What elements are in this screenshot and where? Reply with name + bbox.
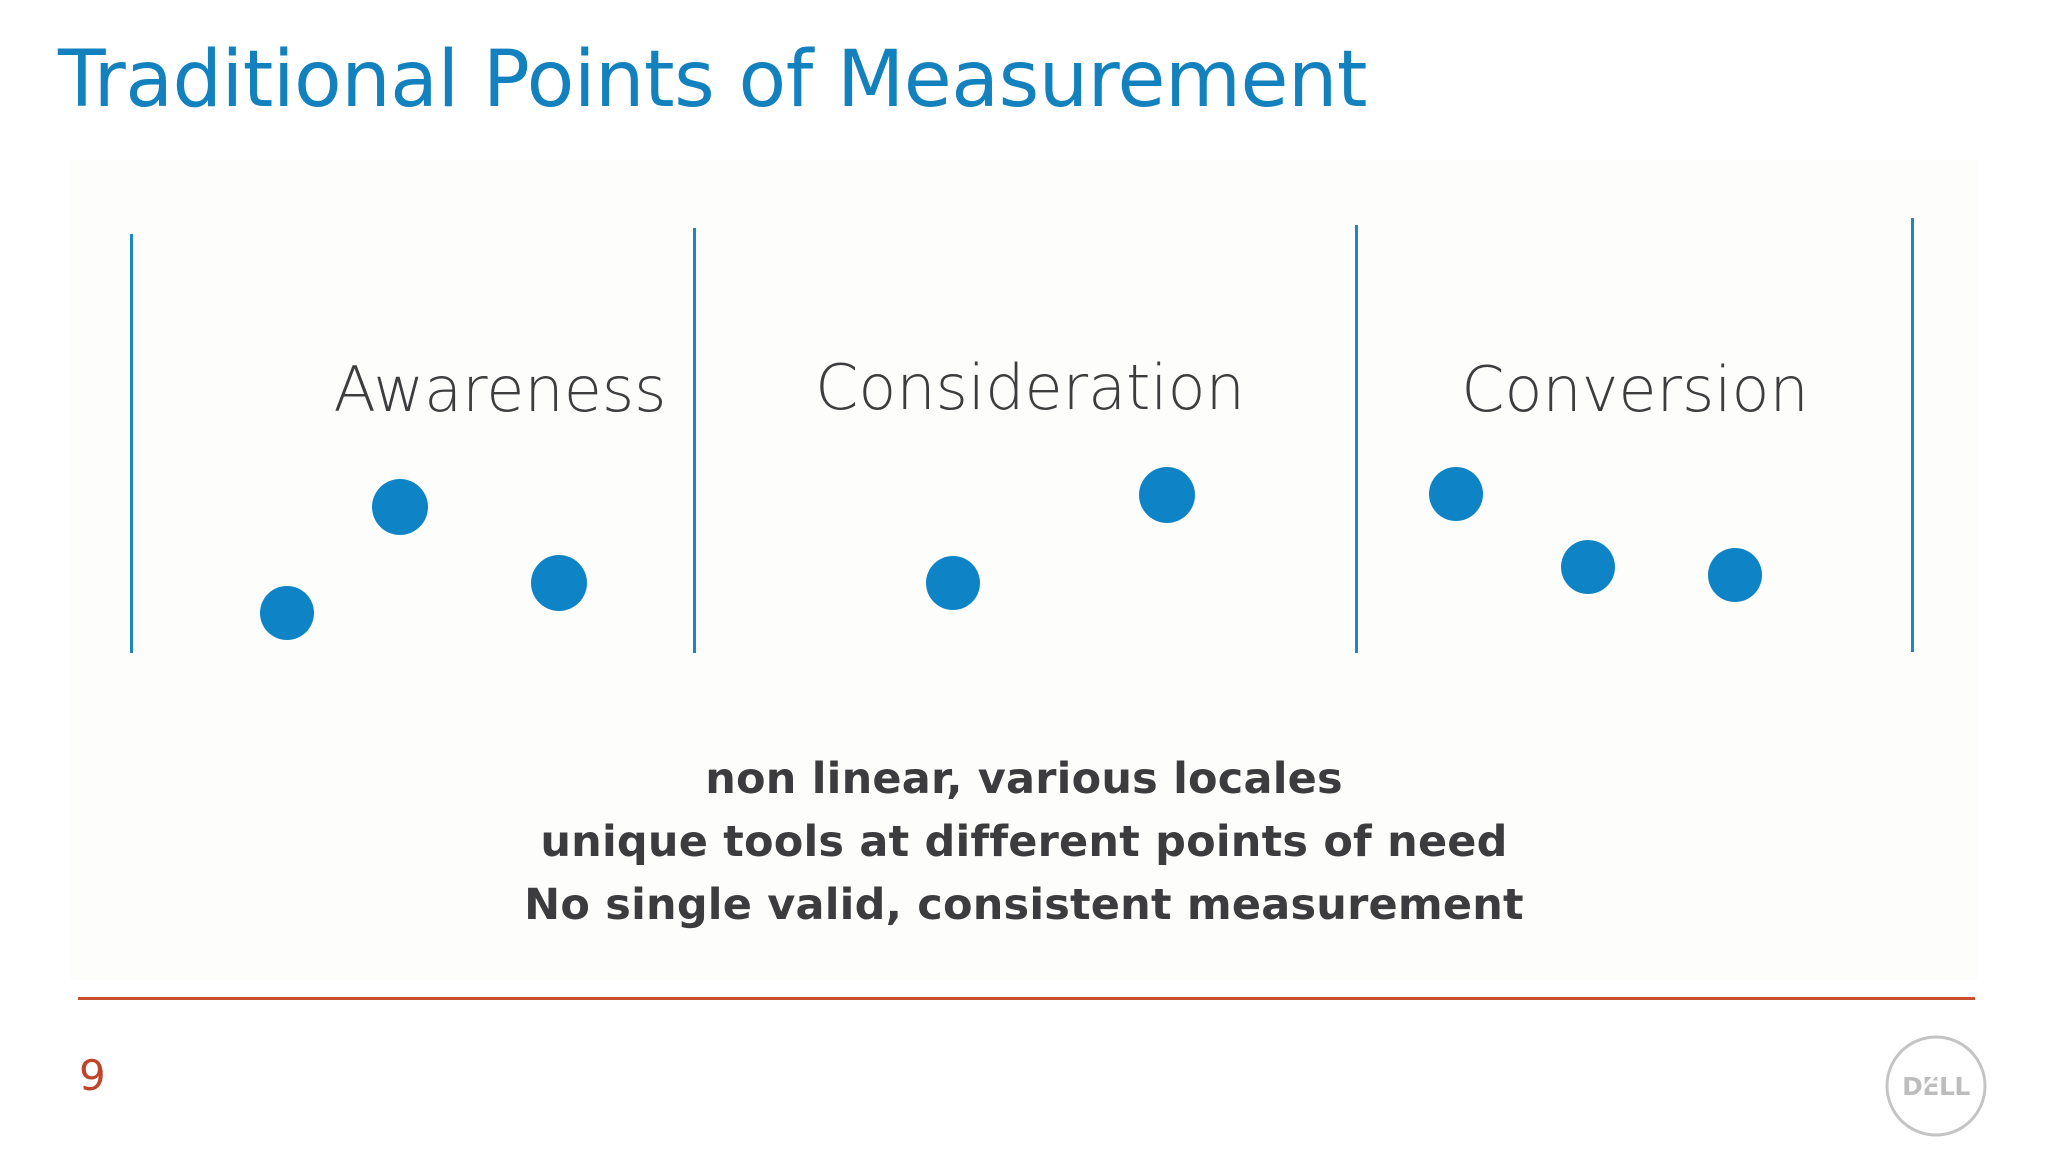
caption-line-2: unique tools at different points of need [540, 817, 1508, 867]
dell-logo: DELL [1884, 1034, 1988, 1138]
measurement-dot [1139, 467, 1195, 523]
measurement-dot [372, 479, 428, 535]
measurement-dot [1708, 548, 1762, 602]
page-number: 9 [79, 1051, 106, 1100]
stage-divider-1 [130, 234, 133, 653]
measurement-dot [260, 586, 314, 640]
measurement-dot [1429, 467, 1483, 521]
measurement-dot [531, 555, 587, 611]
stage-divider-3 [1355, 225, 1358, 653]
svg-text:DELL: DELL [1902, 1072, 1970, 1101]
footer-divider [78, 997, 1975, 1000]
measurement-dot [1561, 540, 1615, 594]
stage-label-consideration: Consideration [815, 351, 1245, 424]
stage-label-awareness: Awareness [333, 353, 667, 426]
page-title: Traditional Points of Measurement [58, 35, 1367, 125]
measurement-dot [926, 556, 980, 610]
content-panel [70, 160, 1978, 980]
stage-label-conversion: Conversion [1461, 353, 1809, 426]
caption-line-1: non linear, various locales [705, 754, 1343, 804]
stage-divider-4 [1911, 218, 1914, 652]
stage-divider-2 [693, 228, 696, 653]
caption-line-3: No single valid, consistent measurement [524, 880, 1524, 930]
caption-block: non linear, various locales unique tools… [0, 748, 2048, 937]
